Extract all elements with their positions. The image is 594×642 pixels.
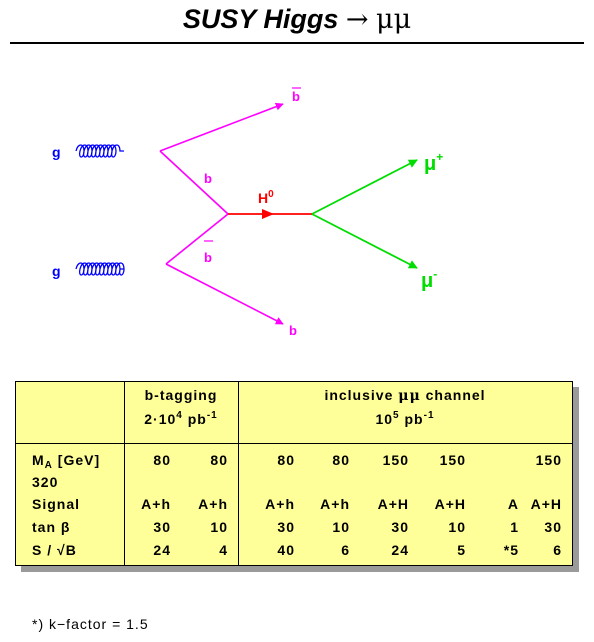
b-bar-mid-label: b [204,250,212,265]
table-cell: 80 [210,452,228,468]
row-label: MA [GeV] [32,452,101,471]
table-cell: A+H [377,496,409,512]
btag-lumi: 2·104 pb-1 [144,410,218,427]
table-cell: 4 [219,542,228,558]
table-divider-btag [238,382,239,565]
title-text: SUSY Higgs [182,4,339,34]
mu-minus-label: μ- [421,267,437,292]
b-bottom-label: b [289,323,297,338]
row-label: tan β [32,519,71,535]
title-arrow: → [345,4,369,35]
table-cell: 80 [277,452,295,468]
table-cell: 80 [153,452,171,468]
footnote: *) k−factor = 1.5 [32,616,149,632]
mu-plus-line [311,159,418,215]
table-cell: A+h [265,496,295,512]
row-label: 320 [32,474,59,490]
mu-minus-line [311,213,418,269]
row-label: Signal [32,496,81,512]
table-cell: 150 [535,452,562,468]
results-table: b-tagging 2·104 pb-1 inclusive μμ channe… [15,381,573,566]
table-cell: 30 [153,519,171,535]
table-cell: 10 [448,519,466,535]
b-bar-top-label: b [292,89,300,104]
table-cell: 1 [510,519,519,535]
gluon-line-top [75,144,124,158]
table-cell: *5 [503,542,519,558]
table-cell: 6 [341,542,350,558]
table-cell: 40 [277,542,295,558]
table-cell: 10 [210,519,228,535]
title-mumu: μμ [376,4,412,35]
mu-plus-label: μ+ [424,150,443,175]
gluon-line-bottom [75,262,125,276]
table-cell: 30 [277,519,295,535]
inclusive-lumi: 105 pb-1 [375,410,435,427]
page-title: SUSY Higgs → μμ [0,4,594,35]
b-internal-line [159,150,229,215]
inclusive-header: inclusive μμ channel [324,387,486,404]
table-cell: 5 [457,542,466,558]
b-bar-internal-line [165,213,229,265]
gluon-label-top: g [52,144,61,160]
table-cell: A [507,496,519,512]
table-cell: 150 [439,452,466,468]
table-cell: A+h [141,496,171,512]
table-cell: A+h [198,496,228,512]
table-cell: A+H [434,496,466,512]
table-cell: 80 [332,452,350,468]
table-cell: 150 [382,452,409,468]
b-out-line [165,263,284,325]
title-rule [10,42,584,44]
table-cell: 30 [391,519,409,535]
table-cell: 24 [153,542,171,558]
table-divider-label [124,382,125,565]
table-cell: 6 [553,542,562,558]
table-cell: A+H [530,496,562,512]
table-cell: 10 [332,519,350,535]
table-cell: 24 [391,542,409,558]
feynman-diagram: g g b b b b H0 μ+ μ- [52,87,443,338]
row-label: S / √B [32,542,77,558]
gluon-label-bottom: g [52,263,61,279]
table-cell: A+h [320,496,350,512]
b-bar-out-line [159,102,284,152]
table-header-rule [16,443,572,444]
btag-header: b-tagging [144,387,218,403]
higgs-arrow [262,209,274,219]
b-mid-label: b [204,171,212,186]
higgs-label: H0 [258,189,274,206]
table-cell: 30 [544,519,562,535]
